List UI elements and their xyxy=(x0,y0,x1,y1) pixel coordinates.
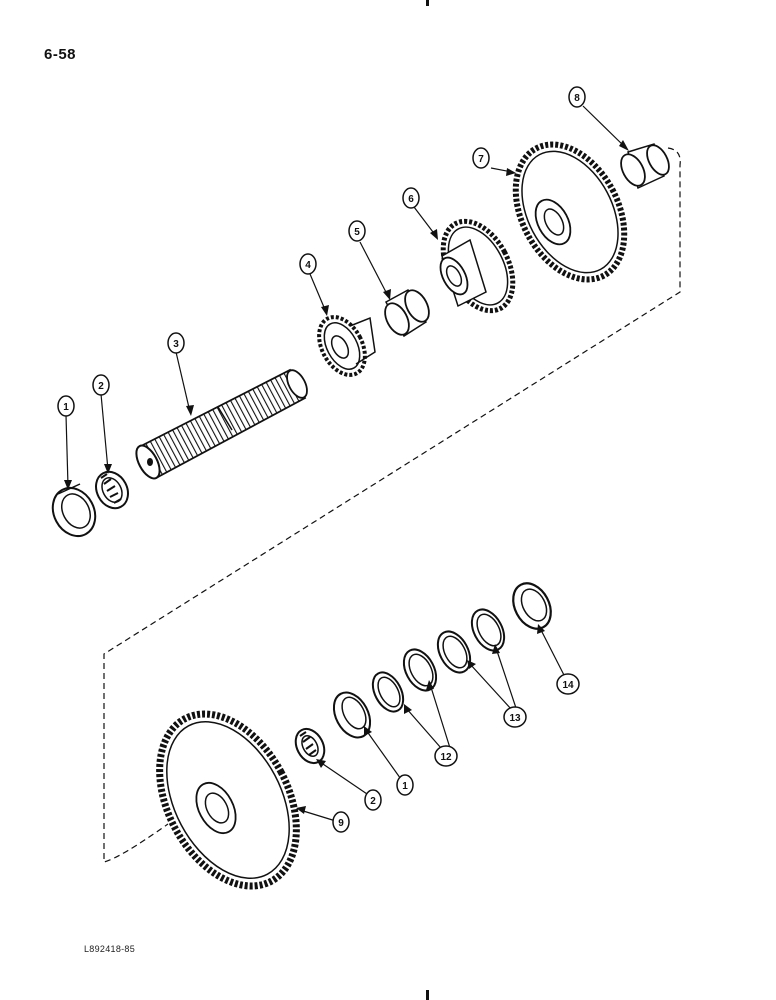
callout-label: 3 xyxy=(173,339,179,350)
callout-5: 5 xyxy=(348,220,366,242)
medium-gear-part-6 xyxy=(439,218,516,314)
callout-label: 13 xyxy=(509,713,521,724)
callout-13: 13 xyxy=(503,706,527,728)
callout-1-upper: 1 xyxy=(57,395,75,417)
callout-label: 1 xyxy=(402,781,408,792)
callout-4: 4 xyxy=(299,253,317,275)
callout-label: 4 xyxy=(305,260,311,271)
registration-mark-top xyxy=(426,0,429,6)
bushing-part-8 xyxy=(620,143,670,190)
callout-label: 2 xyxy=(98,381,104,392)
callout-label: 2 xyxy=(370,796,376,807)
registration-mark-bottom xyxy=(426,990,429,1000)
callout-2-lower: 2 xyxy=(364,789,382,811)
callout-14: 14 xyxy=(556,673,580,695)
large-gear-part-7 xyxy=(512,141,628,283)
callout-7: 7 xyxy=(472,147,490,169)
sleeve-part-5 xyxy=(384,288,430,338)
callout-label: 6 xyxy=(408,194,414,205)
callout-label: 9 xyxy=(338,818,344,829)
bearing-cup-part-1 xyxy=(51,483,97,537)
callout-label: 12 xyxy=(440,752,452,763)
small-gear-part-4 xyxy=(317,315,376,377)
callout-label: 8 xyxy=(574,93,580,104)
leader-lines xyxy=(65,105,627,823)
callout-label: 7 xyxy=(478,154,484,165)
bearing-cone-part-2 xyxy=(95,470,129,510)
callout-2-upper: 2 xyxy=(92,374,110,396)
bearing-cup-part-14 xyxy=(512,582,552,630)
callout-12: 12 xyxy=(434,745,458,767)
shim-part-13a xyxy=(436,630,472,674)
assembly-dashed-line xyxy=(103,147,681,863)
callout-label: 14 xyxy=(562,680,574,691)
shim-part-12b xyxy=(402,648,438,692)
callout-label: 1 xyxy=(63,402,69,413)
large-gear-part-9 xyxy=(156,710,300,890)
splined-shaft-part-3 xyxy=(135,368,308,480)
callout-6: 6 xyxy=(402,187,420,209)
figure-reference: L892418-85 xyxy=(84,944,136,954)
shim-part-12a xyxy=(371,671,405,713)
callout-label: 5 xyxy=(354,227,360,238)
callout-9: 9 xyxy=(332,811,350,833)
callout-1-lower: 1 xyxy=(396,774,414,796)
callout-3: 3 xyxy=(167,332,185,354)
page-number: 6-58 xyxy=(44,46,77,63)
callout-8: 8 xyxy=(568,86,586,108)
shim-part-13b xyxy=(470,608,506,652)
bearing-cup-part-1-lower xyxy=(332,691,372,739)
leader-arrowheads xyxy=(64,140,629,814)
